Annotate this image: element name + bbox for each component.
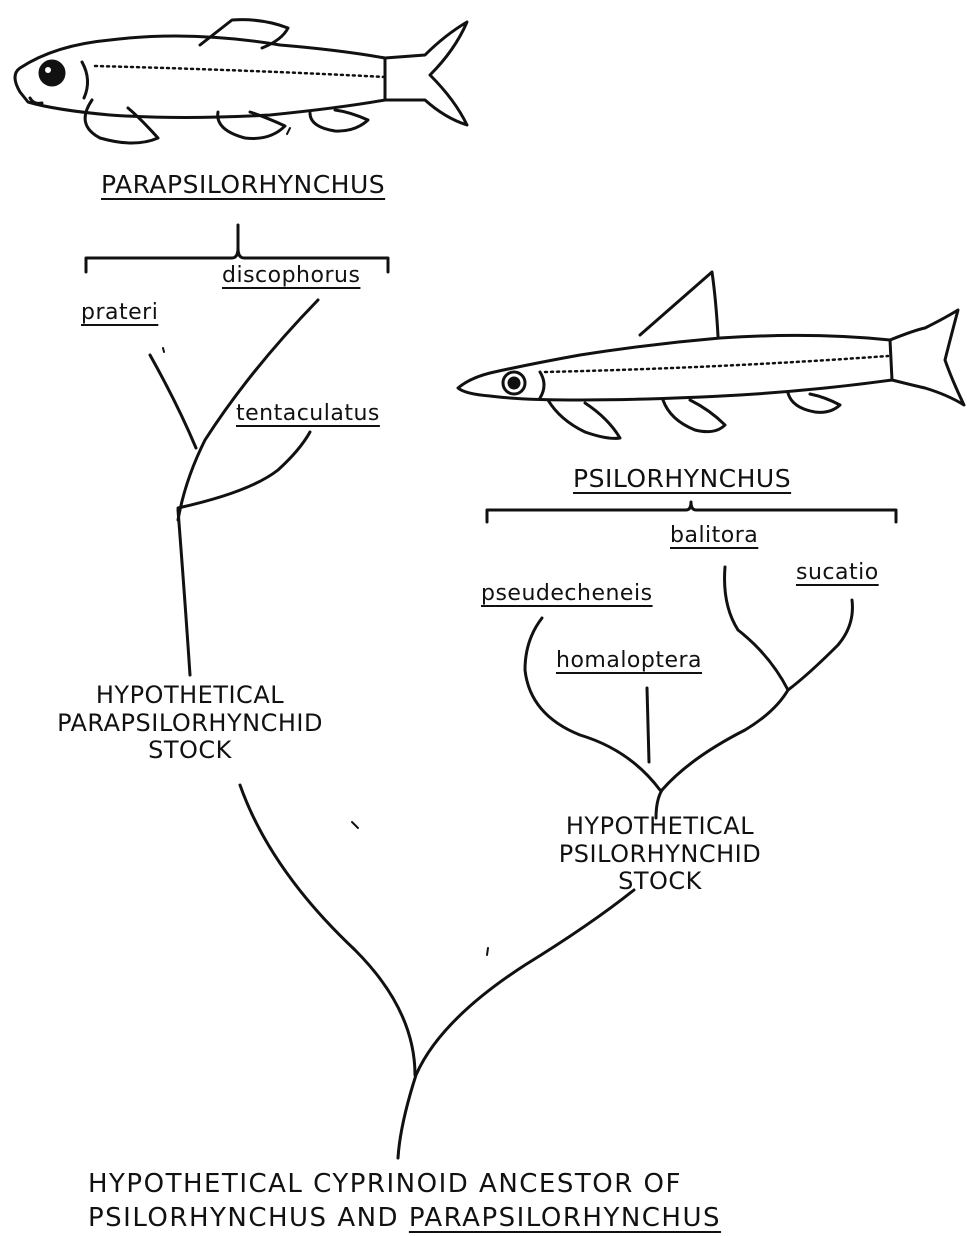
stock-line: HYPOTHETICAL bbox=[95, 681, 285, 709]
species-label-homaloptera: homaloptera bbox=[556, 648, 703, 673]
print-speck bbox=[351, 821, 359, 829]
parapsilorhynchus-fish-icon bbox=[13, 18, 469, 145]
print-speck bbox=[162, 347, 165, 353]
stock-line: HYPOTHETICAL bbox=[565, 812, 755, 840]
stock-line: STOCK bbox=[148, 736, 232, 765]
species-label-tentaculatus: tentaculatus bbox=[236, 401, 380, 426]
stock-label-psilorhynchid: HYPOTHETICAL PSILORHYNCHID STOCK bbox=[520, 812, 800, 896]
parapsilorhynchus-bracket bbox=[84, 223, 390, 274]
species-label-balitora: balitora bbox=[670, 523, 759, 548]
ancestor-line-2-genus: PARAPSILORHYNCHUS bbox=[408, 1202, 722, 1233]
ancestor-branches bbox=[238, 783, 636, 1160]
genus-label-parapsilorhynchus: PARAPSILORHYNCHUS bbox=[101, 170, 386, 199]
species-label-prateri: prateri bbox=[81, 300, 159, 325]
stock-line: STOCK bbox=[618, 867, 702, 896]
ancestor-line-2-plain: PSILORHYNCHUS AND bbox=[88, 1202, 409, 1233]
stock-line: PARAPSILORHYNCHID bbox=[57, 708, 323, 737]
psilorhynchus-fish-icon bbox=[456, 270, 966, 440]
psilorhynchid-tree bbox=[523, 565, 854, 820]
stock-label-parapsilorhynchid: HYPOTHETICAL PARAPSILORHYNCHID STOCK bbox=[40, 681, 340, 765]
ancestor-line-2: PSILORHYNCHUS AND PARAPSILORHYNCHUS bbox=[88, 1202, 721, 1236]
species-label-sucatio: sucatio bbox=[796, 560, 879, 585]
species-label-pseudecheneis: pseudecheneis bbox=[481, 581, 653, 606]
ancestor-label: HYPOTHETICAL CYPRINOID ANCESTOR OF PSILO… bbox=[88, 1168, 721, 1236]
stock-line: PSILORHYNCHID bbox=[558, 839, 762, 868]
print-speck bbox=[486, 947, 489, 956]
parapsilorhynchid-tree bbox=[148, 298, 320, 677]
ancestor-line-1: HYPOTHETICAL CYPRINOID ANCESTOR OF bbox=[88, 1169, 682, 1199]
psilorhynchus-bracket bbox=[485, 500, 898, 524]
species-label-discophorus: discophorus bbox=[222, 263, 361, 288]
genus-label-psilorhynchus: PSILORHYNCHUS bbox=[573, 464, 792, 493]
